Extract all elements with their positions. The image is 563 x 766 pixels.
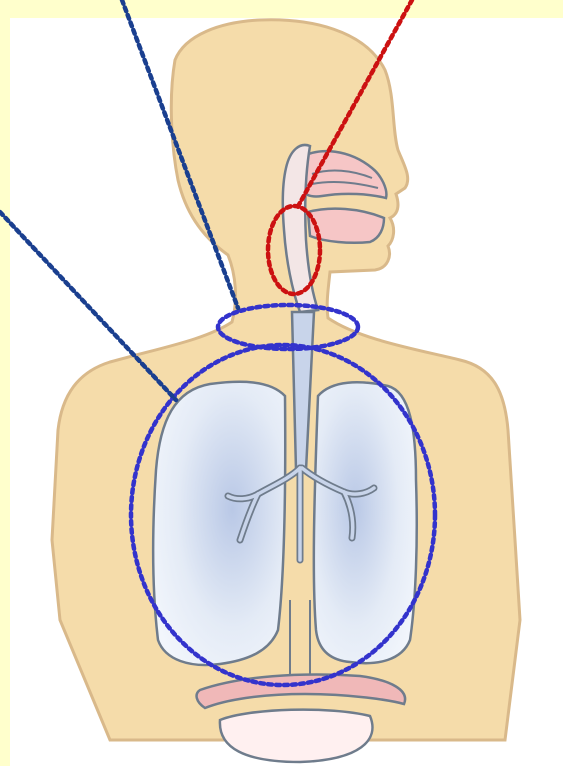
torso-silhouette (52, 20, 520, 740)
stomach (220, 710, 373, 762)
left-lung (153, 382, 285, 665)
